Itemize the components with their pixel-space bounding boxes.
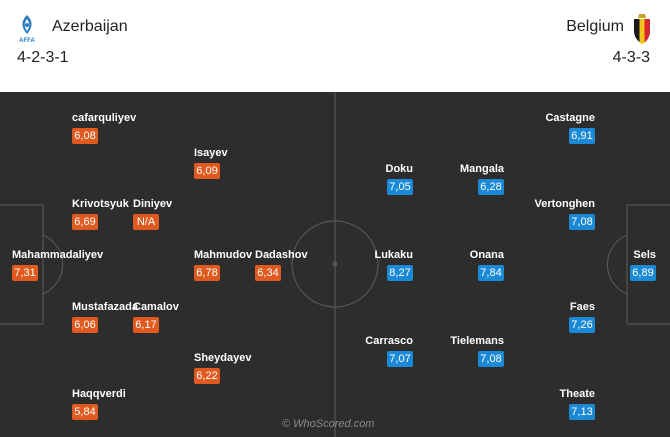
player-name: Dadashov (255, 249, 308, 261)
player-name: Diniyev (133, 198, 173, 210)
whoscored-watermark: © WhoScored.com (282, 418, 375, 430)
match-header: AFFA Azerbaijan 4-2-3-1 Belgium 4-3-3 (0, 0, 670, 92)
player-rating: N/A (133, 214, 159, 230)
player-rating: 7,26 (569, 317, 595, 333)
player-rating: 6,08 (72, 128, 98, 144)
away-team-name: Belgium (566, 18, 624, 35)
player-name: Sheydayev (194, 352, 252, 364)
player-rating: 6,17 (133, 317, 159, 333)
player-name: Mustafazada (72, 301, 139, 313)
player-rating: 7,84 (478, 265, 504, 281)
away-formation: 4-3-3 (612, 49, 650, 66)
pitch-markings (0, 92, 670, 437)
player-name: Vertonghen (534, 198, 595, 210)
player-rating: 7,31 (12, 265, 38, 281)
player-rating: 6,78 (194, 265, 220, 281)
player-name: Tielemans (450, 335, 504, 347)
player-rating: 6,69 (72, 214, 98, 230)
player-rating: 5,84 (72, 404, 98, 420)
player-rating: 7,07 (387, 351, 413, 367)
player-name: Camalov (133, 301, 179, 313)
player-name: Mahammadaliyev (12, 249, 104, 261)
player-rating: 7,13 (569, 404, 595, 420)
player-name: Carrasco (365, 335, 413, 347)
player-name: Sels (633, 249, 656, 261)
svg-text:AFFA: AFFA (19, 38, 35, 44)
player-name: Mahmudov (194, 249, 253, 261)
player-rating: 7,08 (569, 214, 595, 230)
belgium-crest-icon (634, 14, 650, 44)
player-rating: 6,09 (194, 163, 220, 179)
player-name: cafarquliyev (72, 112, 137, 124)
player-rating: 6,06 (72, 317, 98, 333)
player-rating: 6,34 (255, 265, 281, 281)
azerbaijan-logo-icon: AFFA (19, 15, 35, 44)
player-name: Doku (385, 163, 414, 175)
player-name: Haqqverdi (72, 388, 126, 400)
player-name: Faes (569, 301, 595, 313)
player-rating: 7,05 (387, 179, 413, 195)
player-name: Mangala (459, 163, 504, 175)
player-rating: 6,91 (569, 128, 595, 144)
player-name: Lukaku (374, 249, 413, 261)
player-rating: 6,22 (194, 368, 220, 384)
player-name: Isayev (194, 147, 228, 159)
player-rating: 6,89 (630, 265, 656, 281)
player-rating: 7,08 (478, 351, 504, 367)
player-rating: 6,28 (478, 179, 504, 195)
player-name: Castagne (545, 112, 595, 124)
player-rating: 8,27 (387, 265, 413, 281)
home-formation: 4-2-3-1 (17, 49, 69, 66)
pitch: cafarquliyev 6,08 Isayev 6,09 Krivotsyuk… (0, 92, 670, 437)
player-name: Krivotsyuk (72, 198, 129, 210)
player-name: Theate (559, 388, 595, 400)
player-name: Onana (469, 249, 504, 261)
home-team-name: Azerbaijan (52, 18, 128, 35)
